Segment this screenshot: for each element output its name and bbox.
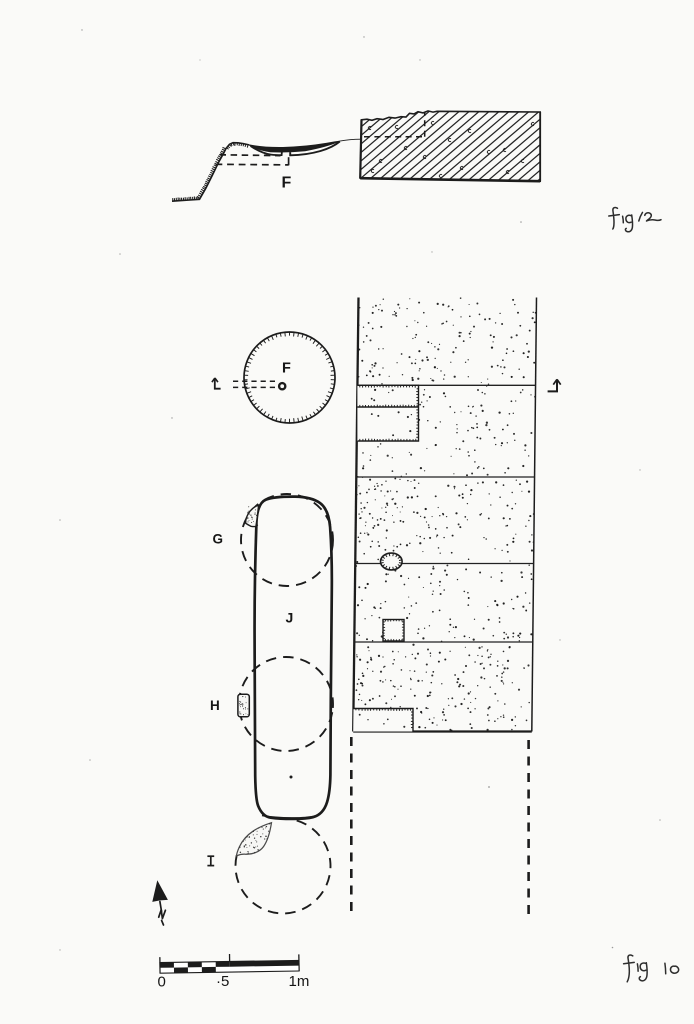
svg-text:1m: 1m	[289, 973, 310, 990]
svg-text:·5: ·5	[216, 973, 229, 990]
svg-text:J: J	[286, 610, 294, 626]
svg-text:G: G	[213, 532, 224, 547]
svg-text:F: F	[282, 175, 292, 192]
svg-text:H: H	[210, 698, 220, 713]
svg-text:F: F	[282, 361, 291, 377]
svg-text:0: 0	[158, 974, 166, 991]
